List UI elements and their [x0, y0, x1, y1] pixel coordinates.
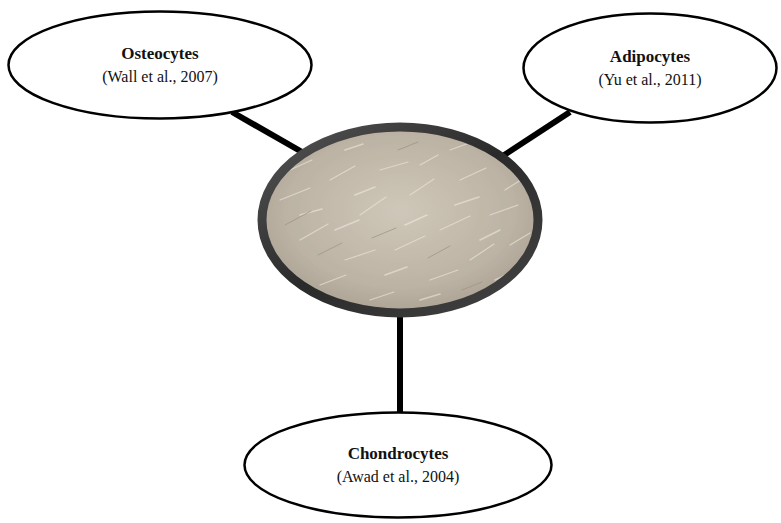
- ellipse-outline: [7, 10, 313, 120]
- citation: (Wall et al., 2007): [102, 66, 218, 88]
- label-ellipse: Osteocytes(Wall et al., 2007): [7, 10, 313, 120]
- citation: (Yu et al., 2011): [599, 69, 702, 91]
- cell-type-name: Adipocytes: [610, 46, 690, 69]
- citation: (Awad et al., 2004): [337, 466, 460, 488]
- label-ellipse: Adipocytes(Yu et al., 2011): [522, 12, 778, 124]
- ellipse-outline: [243, 411, 553, 519]
- cell-culture-image: [262, 127, 538, 313]
- cell-type-name: Osteocytes: [121, 43, 198, 66]
- connector-lines: [232, 112, 570, 415]
- connector-line: [397, 312, 403, 415]
- ellipse-outline: [522, 12, 778, 124]
- label-ellipse: Chondrocytes(Awad et al., 2004): [243, 411, 553, 519]
- cell-type-name: Chondrocytes: [348, 443, 449, 466]
